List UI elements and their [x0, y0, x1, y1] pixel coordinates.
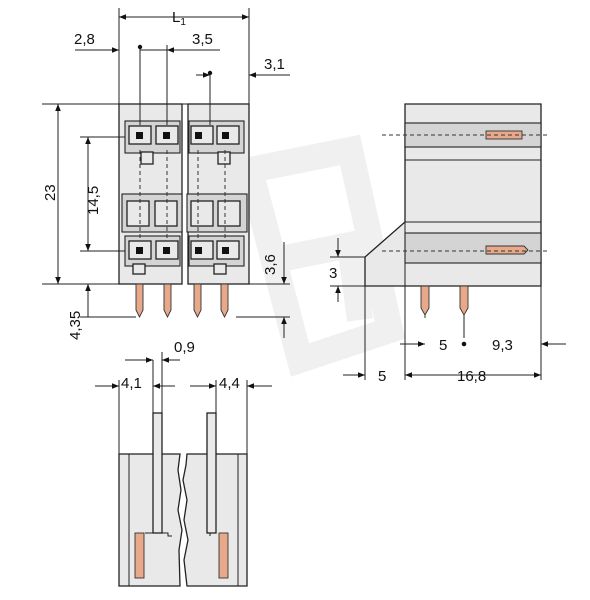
- dim-3-5: 3,5: [192, 31, 213, 48]
- side-pins: [420, 285, 469, 316]
- front-view: [42, 8, 290, 338]
- dim-L1: L1: [172, 9, 186, 28]
- dim-16-8: 16,8: [457, 368, 486, 385]
- dim-9-3: 9,3: [492, 337, 513, 354]
- dim-4-35: 4,35: [67, 311, 84, 340]
- dim-4-4: 4,4: [219, 375, 240, 392]
- section-pin-right: [206, 412, 217, 534]
- dim-5-upper: 5: [439, 337, 447, 354]
- dim-4-1: 4,1: [121, 375, 142, 392]
- dim-3-6: 3,6: [262, 254, 279, 275]
- section-body-left: [118, 453, 183, 587]
- dim-3-1: 3,1: [264, 56, 285, 73]
- upper-row-cells: [124, 120, 245, 165]
- dim-2-8: 2,8: [74, 31, 95, 48]
- lower-row-cells: [124, 235, 245, 275]
- side-contact-lower: [485, 245, 529, 255]
- dim-5-lower: 5: [378, 368, 386, 385]
- dim-23: 23: [42, 184, 59, 201]
- section-pin-left: [152, 412, 163, 534]
- dim-3: 3: [329, 265, 337, 282]
- dim-14-5: 14,5: [85, 186, 102, 215]
- watermark: [233, 134, 406, 377]
- dim-0-9: 0,9: [174, 339, 195, 356]
- middle-row-cells: [121, 193, 248, 233]
- side-view: [330, 103, 566, 380]
- front-pins: [135, 283, 229, 319]
- section-view: [95, 352, 272, 587]
